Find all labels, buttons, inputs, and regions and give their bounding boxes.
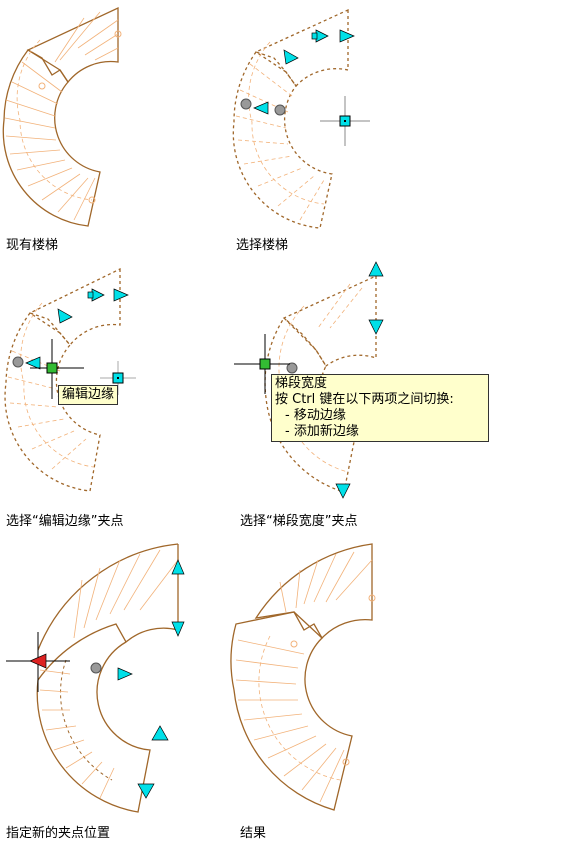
grip-arrow-down-icon bbox=[137, 783, 155, 799]
grip-arrow-right-icon bbox=[315, 29, 329, 43]
panel-select-stair: 选择楼梯 bbox=[230, 0, 560, 260]
stair-drawing-new-position bbox=[6, 543, 185, 813]
grip-arrows bbox=[253, 29, 355, 115]
stair-drawing-selected bbox=[232, 8, 370, 229]
crosshair-cursor-icon bbox=[320, 96, 370, 146]
grip-circle-icon bbox=[90, 662, 102, 674]
grip-arrow-down-icon bbox=[171, 621, 185, 637]
grip-arrow-up-icon bbox=[57, 308, 73, 324]
panel-run-width: 梯段宽度 按 Ctrl 键在以下两项之间切换: - 移动边缘 - 添加新边缘 选… bbox=[230, 258, 560, 535]
grip-stem-icon bbox=[311, 32, 318, 40]
grip-stem-icon bbox=[87, 291, 94, 299]
grip-circle-icon bbox=[286, 362, 298, 374]
caption: 指定新的夹点位置 bbox=[6, 826, 111, 841]
tooltip-line: 按 Ctrl 键在以下两项之间切换: bbox=[275, 392, 454, 407]
tooltip-edit-edge: 编辑边缘 bbox=[58, 385, 119, 405]
stair-outline-dashed bbox=[232, 8, 349, 229]
grip-arrow-right-icon bbox=[117, 667, 133, 681]
grip-arrow-left-red-icon bbox=[29, 653, 47, 669]
grip-arrow-up-icon bbox=[171, 559, 185, 575]
stair-treads bbox=[4, 11, 119, 221]
stair-drawing-existing bbox=[2, 6, 122, 227]
arrow-marker-icon bbox=[38, 82, 46, 90]
endpoint-marker-icon bbox=[342, 758, 350, 766]
grip-arrow-left-icon bbox=[25, 356, 41, 370]
grip-arrow-left-icon bbox=[253, 101, 269, 115]
panel-edit-edge: 编辑边缘 选择“编辑边缘”夹点 bbox=[0, 265, 290, 535]
crosshair-cursor-icon bbox=[234, 334, 290, 394]
tooltip-option: - 添加新边缘 bbox=[285, 424, 359, 439]
landing-marker-icon bbox=[114, 30, 122, 38]
tooltip-option: - 移动边缘 bbox=[285, 408, 346, 423]
arrow-marker-icon bbox=[290, 640, 298, 648]
grip-circle-icon bbox=[240, 98, 252, 110]
grip-arrow-right-icon bbox=[339, 29, 355, 43]
panel-result: 结果 bbox=[230, 540, 560, 841]
caption: 选择“梯段宽度”夹点 bbox=[240, 514, 358, 529]
panel-existing-stair: 现有楼梯 bbox=[0, 0, 290, 260]
tooltip-title: 梯段宽度 bbox=[275, 376, 328, 391]
grip-arrow-right-icon bbox=[113, 288, 129, 302]
caption: 现有楼梯 bbox=[6, 238, 59, 253]
grip-arrow-up-icon bbox=[283, 49, 299, 65]
caption: 选择“编辑边缘”夹点 bbox=[6, 514, 124, 529]
stair-outline bbox=[2, 6, 119, 227]
grip-arrow-right-icon bbox=[91, 288, 105, 302]
grip-circle-icon bbox=[12, 356, 24, 368]
caption: 选择楼梯 bbox=[236, 238, 289, 253]
tooltip-run-width: 梯段宽度 按 Ctrl 键在以下两项之间切换: - 移动边缘 - 添加新边缘 bbox=[271, 374, 489, 442]
crosshair-cursor-icon bbox=[30, 339, 84, 399]
caption: 结果 bbox=[240, 826, 267, 841]
panel-new-position: 指定新的夹点位置 bbox=[0, 540, 290, 841]
grip-arrow-up-icon bbox=[151, 725, 169, 741]
stair-drawing-edit-edge bbox=[4, 267, 136, 492]
landing-marker-icon bbox=[368, 594, 376, 602]
grip-arrow-up-icon bbox=[368, 261, 384, 277]
grip-arrow-down-icon bbox=[335, 483, 351, 499]
stair-drawing-result bbox=[230, 543, 376, 811]
grip-arrow-down-icon bbox=[368, 319, 384, 335]
endpoint-marker-icon bbox=[88, 196, 96, 204]
grip-circle-icon bbox=[274, 104, 286, 116]
